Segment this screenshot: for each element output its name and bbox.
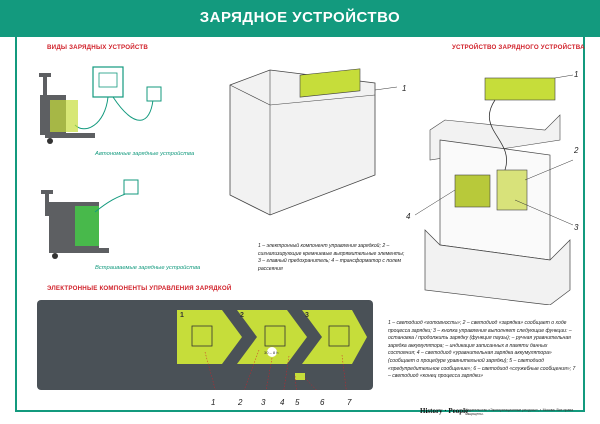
external-charger-caption: Автономные зарядные устройства [95, 151, 195, 157]
internals-callout-2: 2 [574, 146, 579, 155]
charger-box-illustration [229, 68, 398, 216]
internals-callout-1: 1 [574, 70, 579, 79]
builtin-charger-caption: Встраиваемые зарядные устройства [95, 265, 201, 271]
content-frame [15, 37, 585, 412]
panel-callout-6: 6 [320, 398, 325, 407]
charger-internals-illustration [415, 74, 574, 305]
panel-callout-4: 4 [280, 398, 285, 407]
panel-step-2: 2 [240, 312, 244, 319]
panel-step-3: 3 [305, 312, 309, 319]
panel-callout-7: 7 [347, 398, 352, 407]
components-note: 1 – светодиод «готовность»; 2 – светодио… [388, 320, 576, 380]
panel-callout-5: 5 [295, 398, 300, 407]
section-types-heading: ВИДЫ ЗАРЯДНЫХ УСТРОЙСТВ [47, 44, 149, 51]
internals-callout-4: 4 [406, 212, 411, 221]
panel-button-label: 30 – 8 h [264, 350, 279, 355]
section-electronic-heading: ЭЛЕКТРОННЫЕ КОМПОНЕНТЫ УПРАВЛЕНИЯ ЗАРЯДК… [47, 285, 232, 292]
control-panel-steps [177, 310, 367, 390]
panel-callout-2: 2 [238, 398, 243, 407]
footer-text: Издательство «Эксплуатационные ресурсы»,… [465, 408, 574, 416]
title-bar [0, 0, 600, 37]
device-note: 1 – электронный компонент управления зар… [258, 243, 405, 272]
panel-callout-1: 1 [211, 398, 216, 407]
footer-brand: History · People [420, 407, 469, 415]
internals-callout-3: 3 [574, 223, 579, 232]
panel-callout-3: 3 [261, 398, 266, 407]
builtin-charger-illustration [41, 179, 139, 259]
external-charger-illustration [39, 66, 162, 144]
charger-callout: 1 [402, 84, 407, 93]
panel-step-1: 1 [180, 312, 184, 319]
page-title: ЗАРЯДНОЕ УСТРОЙСТВО [199, 9, 401, 26]
section-device-heading: УСТРОЙСТВО ЗАРЯДНОГО УСТРОЙСТВА [452, 44, 585, 51]
